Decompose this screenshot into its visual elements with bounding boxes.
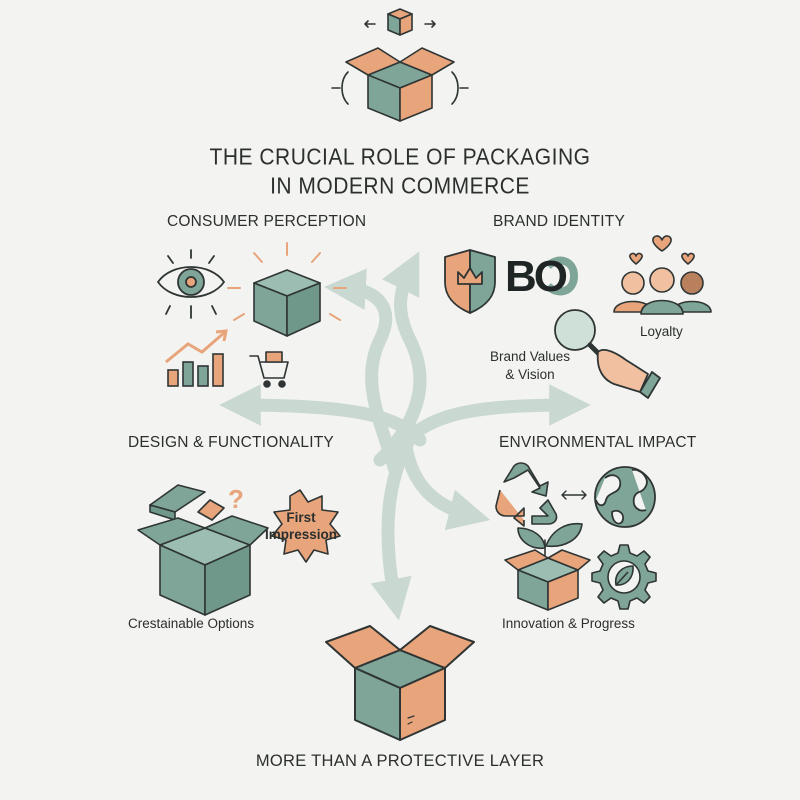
globe-icon [594, 466, 656, 528]
arrow-to-consumer [324, 268, 402, 477]
section-design-functionality: DESIGN & FUNCTIONALITY [128, 434, 334, 451]
brand-values-label-2: & Vision [505, 367, 555, 382]
innovation-progress-label: Innovation & Progress [502, 616, 635, 631]
section-brand-identity: BRAND IDENTITY [493, 213, 625, 230]
bidirectional-arrow-icon [561, 490, 587, 500]
magnifier-hand-icon [554, 309, 661, 399]
brand-letters: BO [505, 252, 568, 301]
people-hearts-icon [613, 235, 712, 315]
flow-arrows [219, 251, 591, 621]
section-consumer-perception: CONSUMER PERCEPTION [167, 213, 367, 230]
open-gift-box-icon [137, 484, 269, 616]
loyalty-label: Loyalty [640, 324, 683, 339]
eye-icon [156, 249, 226, 319]
leaf-gear-icon [591, 544, 657, 610]
first-impression-label-1: First [286, 510, 316, 525]
brand-logo-link-icon [545, 256, 579, 296]
page-title-line-1: THE CRUCIAL ROLE OF PACKAGING [209, 145, 591, 170]
section-environmental-impact: ENVIRONMENTAL IMPACT [499, 434, 697, 451]
brand-values-label-1: Brand Values [489, 349, 571, 364]
glowing-box-icon [227, 242, 347, 337]
crestainable-options-label: Crestainable Options [128, 616, 255, 631]
recycle-icon [495, 462, 558, 527]
question-mark: ? [228, 484, 244, 514]
arrow-down-bottom [370, 423, 422, 621]
growth-chart-icon [165, 329, 228, 387]
shield-crown-icon [444, 249, 496, 314]
open-box-icon [325, 625, 475, 741]
shopping-cart-icon [249, 351, 289, 388]
sprout-box-icon [504, 522, 591, 611]
starburst-badge-icon [271, 489, 341, 563]
bottom-caption: MORE THAN A PROTECTIVE LAYER [255, 752, 545, 770]
page-title-line-2: IN MODERN COMMERCE [270, 174, 530, 199]
box-arrows-icon [331, 8, 469, 122]
arrow-down-lower-right [398, 433, 491, 531]
first-impression-label-2: Impression [264, 527, 338, 542]
